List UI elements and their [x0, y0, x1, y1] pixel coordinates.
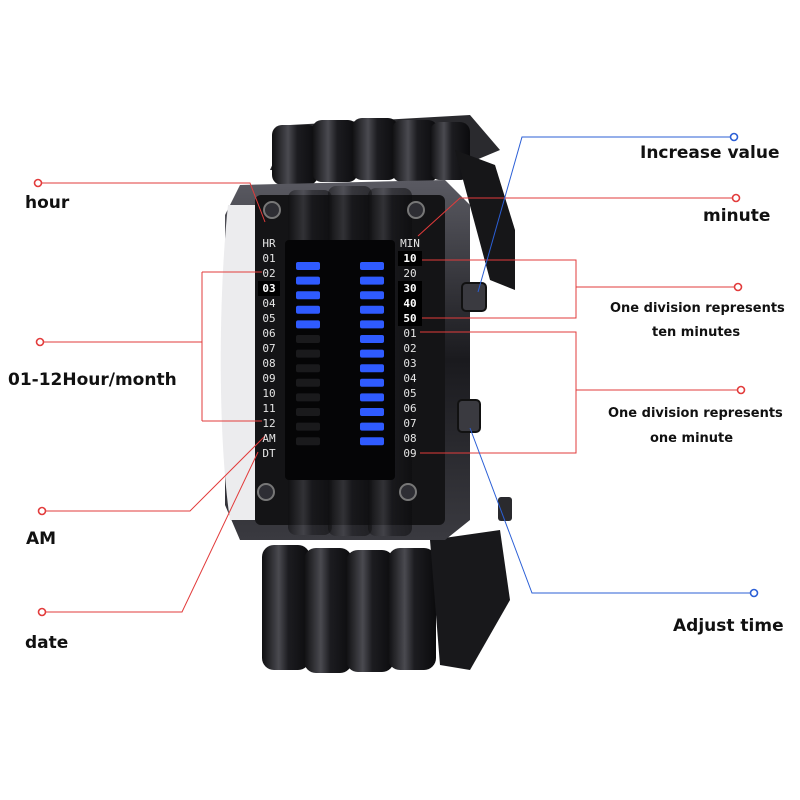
adjust-time-label: Adjust time — [673, 616, 784, 636]
led-segment — [360, 422, 384, 431]
hour-label: hour — [25, 193, 70, 213]
am-callout-line — [42, 434, 267, 512]
am-label: AM — [26, 529, 57, 549]
ten-minutes-label-line1: One division represents — [610, 301, 785, 316]
hour-mark: 03 — [258, 281, 280, 296]
hour-mark: 05 — [262, 312, 276, 325]
led-segment — [296, 393, 320, 402]
one-minute-label-line1: One division represents — [608, 406, 783, 421]
led-segment — [296, 349, 320, 358]
led-segment — [296, 437, 320, 446]
ten-minutes-label-line2: ten minutes — [652, 325, 741, 340]
hour-led-column — [296, 262, 320, 446]
minute-led-column — [360, 262, 384, 446]
ten-minute-mark: 30 — [398, 281, 422, 296]
hour-mark: 02 — [262, 267, 276, 280]
hour-scale: HR 01 02 03 04 05 06 07 08 09 10 11 12 A… — [258, 236, 280, 461]
led-segment — [360, 364, 384, 373]
increase-callout-line — [477, 136, 734, 293]
led-segment — [360, 262, 384, 270]
one-minute-mark: 04 — [403, 372, 417, 385]
led-segment — [296, 320, 320, 329]
strap-bottom — [262, 530, 510, 673]
hour-mark: 08 — [262, 357, 276, 370]
ten-minute-mark: 40 — [398, 296, 422, 311]
led-segment — [296, 291, 320, 300]
minute-label: minute — [703, 206, 771, 226]
adjust-buttons — [457, 282, 512, 521]
led-segment — [360, 408, 384, 416]
led-segment — [360, 349, 384, 358]
date-mark: DT — [262, 447, 276, 460]
one-minute-mark: 03 — [403, 357, 417, 370]
one-minute-mark: 09 — [403, 447, 417, 460]
led-segment — [296, 276, 320, 285]
blue-callout-lines — [469, 136, 753, 594]
led-segment — [360, 335, 384, 343]
hour-mark: 11 — [262, 402, 276, 415]
ten-minute-mark: 20 — [403, 267, 417, 280]
strap-top — [270, 115, 515, 290]
one-minute-mark: 06 — [403, 402, 417, 415]
minute-callout-line — [417, 197, 736, 237]
one-minute-mark: 08 — [403, 432, 417, 445]
hour-header: HR — [262, 237, 276, 250]
led-segment — [360, 437, 384, 446]
led-segment — [296, 364, 320, 373]
led-segment — [296, 305, 320, 314]
date-label: date — [25, 633, 69, 653]
led-segment — [296, 378, 320, 387]
led-segment — [296, 335, 320, 343]
ten-minute-mark: 50 — [398, 311, 422, 326]
hour-mark: 07 — [262, 342, 276, 355]
led-segment — [296, 408, 320, 416]
hour-mark: 06 — [262, 327, 276, 340]
one-minute-bracket — [420, 331, 577, 454]
hour-callout-line — [40, 182, 266, 223]
hour-mark: 09 — [262, 372, 276, 385]
one-minute-mark: 07 — [403, 417, 417, 430]
date-callout-line — [42, 451, 259, 613]
one-minute-mark: 05 — [403, 387, 417, 400]
hour-mark: 01 — [262, 252, 276, 265]
ten-minute-bracket — [420, 259, 577, 319]
minute-header: MIN — [400, 237, 420, 250]
one-minute-label-line2: one minute — [650, 431, 734, 446]
one-minute-mark: 01 — [403, 327, 417, 340]
hour-mark: 04 — [262, 297, 276, 310]
led-segment — [296, 422, 320, 431]
am-mark: AM — [262, 432, 276, 445]
adjust-callout-line — [469, 427, 753, 594]
led-segment — [360, 305, 384, 314]
increase-value-label: Increase value — [640, 143, 780, 163]
red-callout-lines — [40, 182, 740, 613]
ten-minute-mark: 10 — [398, 251, 422, 266]
minute-scale: MIN 10 20 30 40 50 01 02 03 04 05 06 07 … — [398, 236, 422, 461]
led-segment — [360, 276, 384, 285]
led-segment — [360, 291, 384, 300]
one-minute-mark: 02 — [403, 342, 417, 355]
led-segment — [360, 393, 384, 402]
led-segment — [360, 320, 384, 329]
led-segment — [296, 262, 320, 270]
red-callout-dots — [33, 178, 746, 617]
led-segment — [360, 378, 384, 387]
hour-mark: 12 — [262, 417, 276, 430]
hour-mark: 10 — [262, 387, 276, 400]
hour-month-label: 01-12Hour/month — [8, 370, 177, 390]
blue-callout-dots — [729, 132, 759, 598]
